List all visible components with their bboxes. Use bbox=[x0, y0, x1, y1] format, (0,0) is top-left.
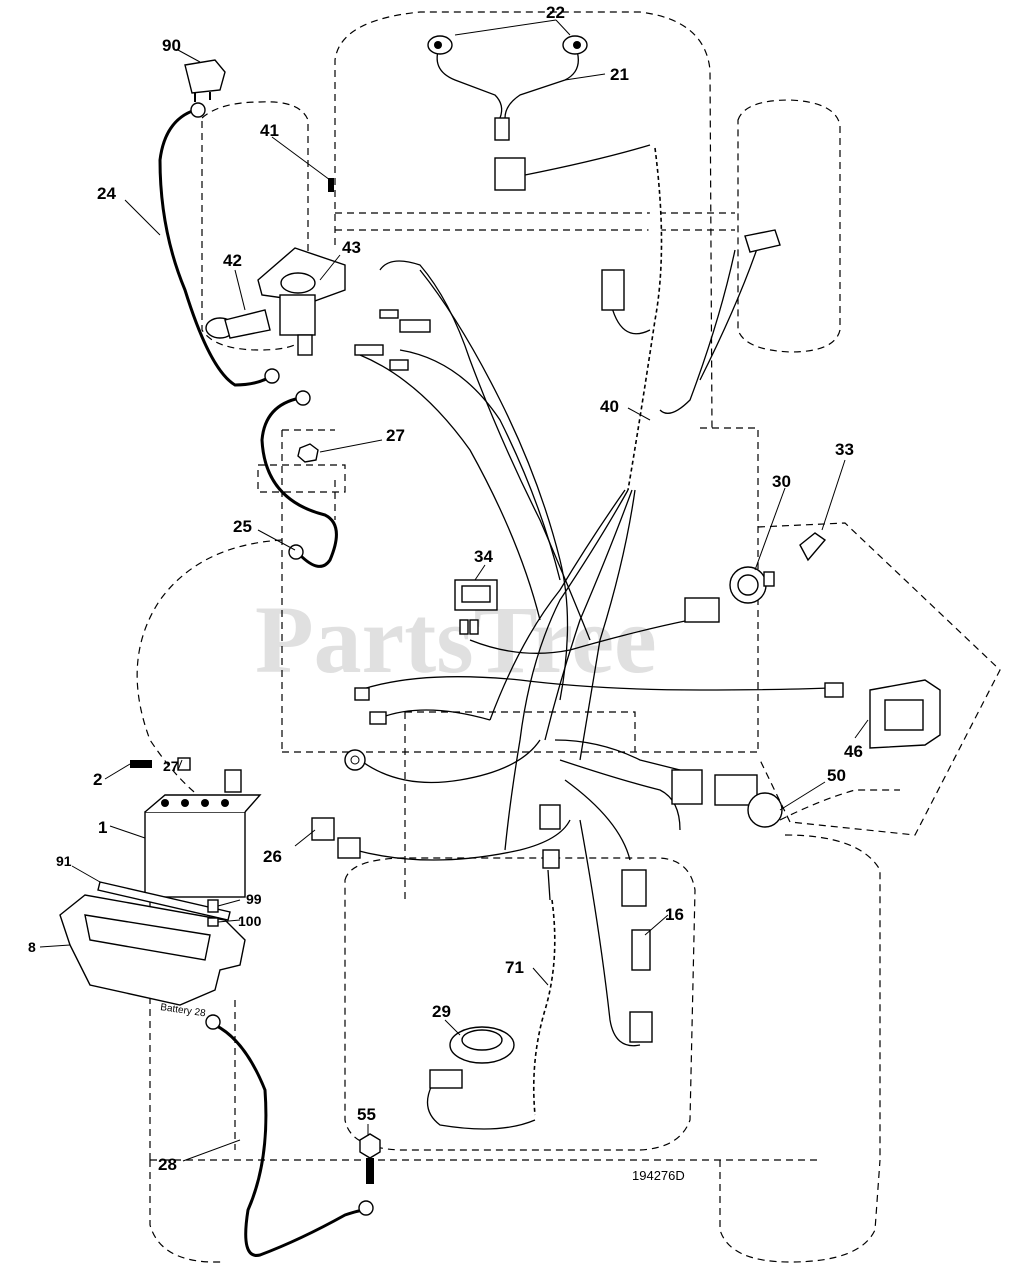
terminal-boot-42 bbox=[205, 309, 271, 339]
callout-42: 42 bbox=[223, 251, 242, 270]
callout-8: 8 bbox=[28, 939, 36, 955]
bolt-2 bbox=[130, 760, 152, 768]
battery-1 bbox=[130, 757, 262, 898]
ignition-switch-30 bbox=[729, 566, 775, 604]
switch-34 bbox=[454, 579, 498, 635]
center-connectors bbox=[354, 597, 844, 725]
callout-55: 55 bbox=[357, 1105, 376, 1124]
tractor-outline bbox=[136, 11, 1001, 1263]
callout-50: 50 bbox=[827, 766, 846, 785]
connector-26 bbox=[311, 817, 361, 859]
callout-40: 40 bbox=[600, 397, 619, 416]
callout-2: 2 bbox=[93, 770, 102, 789]
callout-33: 33 bbox=[835, 440, 854, 459]
callout-46: 46 bbox=[844, 742, 863, 761]
light-switch-50 bbox=[671, 769, 783, 828]
headlight-harness bbox=[427, 35, 651, 191]
battery-tray-8: Battery 28 bbox=[59, 894, 246, 1019]
callout-21: 21 bbox=[610, 65, 629, 84]
headlight-connector bbox=[494, 117, 510, 141]
callout-labels: 22 21 90 41 24 42 43 40 27 33 30 25 34 4… bbox=[28, 3, 863, 1174]
callout-91: 91 bbox=[56, 853, 72, 869]
callout-27-top: 27 bbox=[386, 426, 405, 445]
upper-connectors bbox=[354, 229, 781, 371]
callout-24: 24 bbox=[97, 184, 116, 203]
callout-28: 28 bbox=[158, 1155, 177, 1174]
callout-100: 100 bbox=[238, 913, 262, 929]
battery-stamp: Battery 28 bbox=[160, 1002, 207, 1019]
callout-26: 26 bbox=[263, 847, 282, 866]
ring-terminal bbox=[344, 749, 366, 771]
callout-99: 99 bbox=[246, 891, 262, 907]
starter-solenoid-43 bbox=[257, 178, 346, 356]
callout-1: 1 bbox=[98, 818, 107, 837]
callout-27-battery: 27 bbox=[163, 758, 179, 774]
branch-wires bbox=[354, 239, 831, 1047]
drawing-number: 194276D bbox=[632, 1168, 685, 1183]
headlight-plug bbox=[494, 157, 526, 191]
nut-27 bbox=[297, 443, 319, 463]
callout-29: 29 bbox=[432, 1002, 451, 1021]
fuse-33 bbox=[799, 532, 827, 562]
relay-90 bbox=[184, 59, 226, 102]
screw-55 bbox=[359, 1133, 381, 1184]
callout-25: 25 bbox=[233, 517, 252, 536]
battery-strap-91 bbox=[97, 881, 231, 921]
callout-71: 71 bbox=[505, 958, 524, 977]
pto-switch-29 bbox=[429, 1026, 515, 1089]
callout-30: 30 bbox=[772, 472, 791, 491]
callout-34: 34 bbox=[474, 547, 493, 566]
leader-lines bbox=[39, 19, 869, 1162]
bolt-41 bbox=[328, 178, 334, 192]
callout-41: 41 bbox=[260, 121, 279, 140]
callout-22: 22 bbox=[546, 3, 565, 22]
lower-connectors bbox=[539, 804, 653, 1043]
callout-90: 90 bbox=[162, 36, 181, 55]
main-harness-loom bbox=[489, 147, 663, 851]
callout-43: 43 bbox=[342, 238, 361, 257]
harness-loom-71 bbox=[426, 899, 556, 1130]
hour-meter-46 bbox=[869, 679, 941, 749]
callout-16: 16 bbox=[665, 905, 684, 924]
